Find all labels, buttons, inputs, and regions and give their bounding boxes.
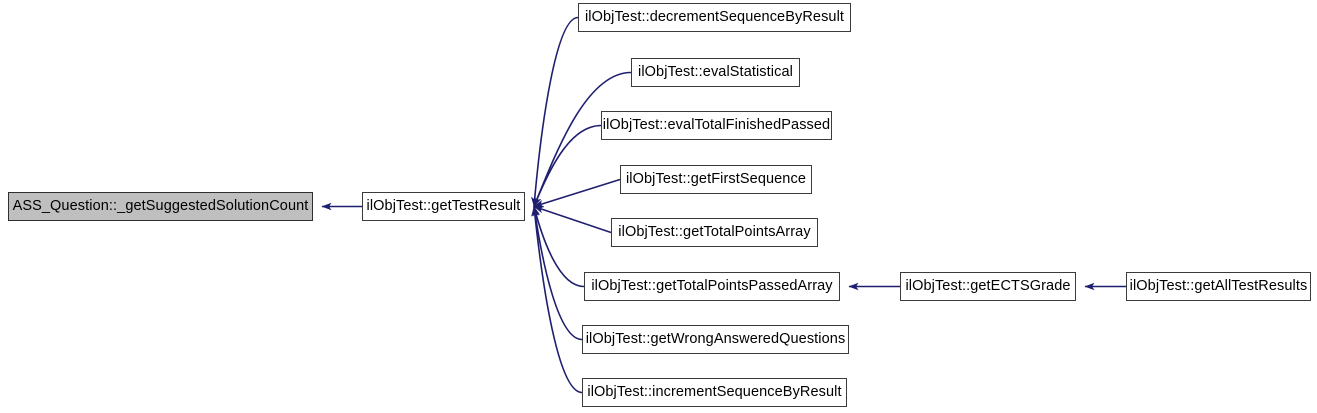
- edge-group: [321, 16, 1126, 394]
- node-ilobjtest-getalltestresults[interactable]: ilObjTest::getAllTestResults: [1126, 272, 1311, 301]
- node-ilobjtest-gettotalpointspassedarray[interactable]: ilObjTest::getTotalPointsPassedArray: [584, 272, 840, 301]
- node-ilobjtest-gettotalpointsarray[interactable]: ilObjTest::getTotalPointsArray: [611, 218, 818, 247]
- node-label: ilObjTest::evalTotalFinishedPassed: [602, 117, 831, 134]
- node-label: ilObjTest::incrementSequenceByResult: [587, 384, 842, 401]
- node-label: ilObjTest::getFirstSequence: [625, 171, 806, 188]
- node-label: ilObjTest::evalStatistical: [638, 64, 793, 81]
- node-label: ilObjTest::getECTSGrade: [905, 278, 1071, 295]
- node-label: ilObjTest::getAllTestResults: [1129, 278, 1308, 295]
- edge-getFirstSequence-to-hub: [533, 178, 621, 208]
- edge-decrementSequenceByResult-to-hub: [531, 16, 579, 207]
- node-label: ilObjTest::getTestResult: [366, 198, 521, 215]
- node-ilobjtest-evaltotalfinishedpassed[interactable]: ilObjTest::evalTotalFinishedPassed: [601, 111, 832, 140]
- node-ilobjtest-incrementsequencebyresult[interactable]: ilObjTest::incrementSequenceByResult: [582, 378, 847, 407]
- node-ilobjtest-getfirstsequence[interactable]: ilObjTest::getFirstSequence: [620, 165, 812, 194]
- node-label: ilObjTest::getWrongAnsweredQuestions: [585, 331, 846, 348]
- edge-getWrongAnsweredQuestions-to-hub: [531, 206, 583, 341]
- node-label: ilObjTest::getTotalPointsPassedArray: [591, 278, 833, 295]
- node-label: ilObjTest::decrementSequenceByResult: [584, 9, 845, 26]
- edge-getTotalPointsArray-to-hub: [533, 205, 612, 234]
- edge-getTotalPointsPassedArray-to-hub: [532, 206, 585, 288]
- node-ilobjtest-evalstatistical[interactable]: ilObjTest::evalStatistical: [631, 58, 800, 87]
- node-ass-question-getsuggestedsolutioncount[interactable]: ASS_Question::_getSuggestedSolutionCount: [8, 192, 313, 221]
- node-ilobjtest-decrementsequencebyresult[interactable]: ilObjTest::decrementSequenceByResult: [578, 3, 851, 32]
- node-ilobjtest-getectsgrade[interactable]: ilObjTest::getECTSGrade: [900, 272, 1076, 301]
- node-ilobjtest-gettestresult[interactable]: ilObjTest::getTestResult: [362, 192, 525, 221]
- edge-evalTotalFinishedPassed-to-hub: [533, 124, 602, 207]
- node-ilobjtest-getwrongansweredquestions[interactable]: ilObjTest::getWrongAnsweredQuestions: [582, 325, 849, 354]
- node-label: ASS_Question::_getSuggestedSolutionCount: [12, 198, 309, 215]
- node-label: ilObjTest::getTotalPointsArray: [618, 224, 811, 241]
- edge-incrementSequenceByResult-to-hub: [531, 206, 583, 394]
